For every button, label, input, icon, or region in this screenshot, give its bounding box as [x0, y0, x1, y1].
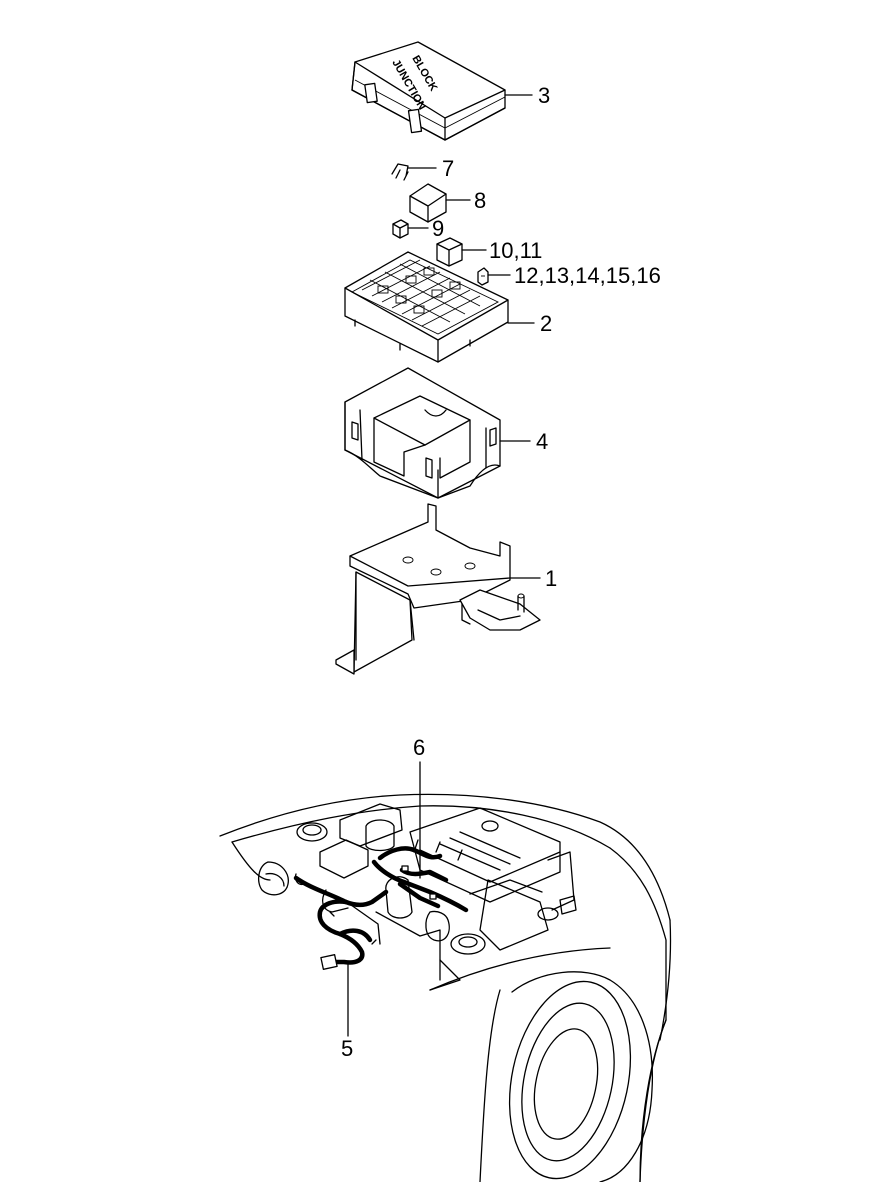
bracket[interactable] [335, 503, 541, 675]
junction-block[interactable] [344, 251, 509, 363]
callout-2: 2 [540, 311, 552, 336]
callout-3: 3 [538, 83, 550, 108]
callout-6: 6 [413, 735, 425, 760]
callout-12-16: 12,13,14,15,16 [514, 263, 661, 288]
lower-cover[interactable] [344, 367, 501, 499]
callout-1: 1 [545, 566, 557, 591]
callout-10-11: 10,11 [489, 238, 542, 263]
vehicle-engine-bay [219, 793, 672, 1182]
junction-block-cover[interactable]: JUNCTION BLOCK [351, 41, 506, 141]
fuse[interactable] [477, 267, 489, 286]
relay-micro[interactable] [436, 237, 463, 267]
clip[interactable] [391, 163, 409, 181]
callout-7: 7 [442, 156, 454, 181]
relay-small[interactable] [392, 219, 409, 239]
relay-large[interactable] [409, 183, 447, 223]
harness-main[interactable] [371, 839, 469, 913]
callout-8: 8 [474, 188, 486, 213]
harness-front[interactable] [293, 873, 389, 970]
callout-9: 9 [432, 216, 444, 241]
callout-4: 4 [536, 429, 548, 454]
callout-5: 5 [341, 1036, 353, 1061]
